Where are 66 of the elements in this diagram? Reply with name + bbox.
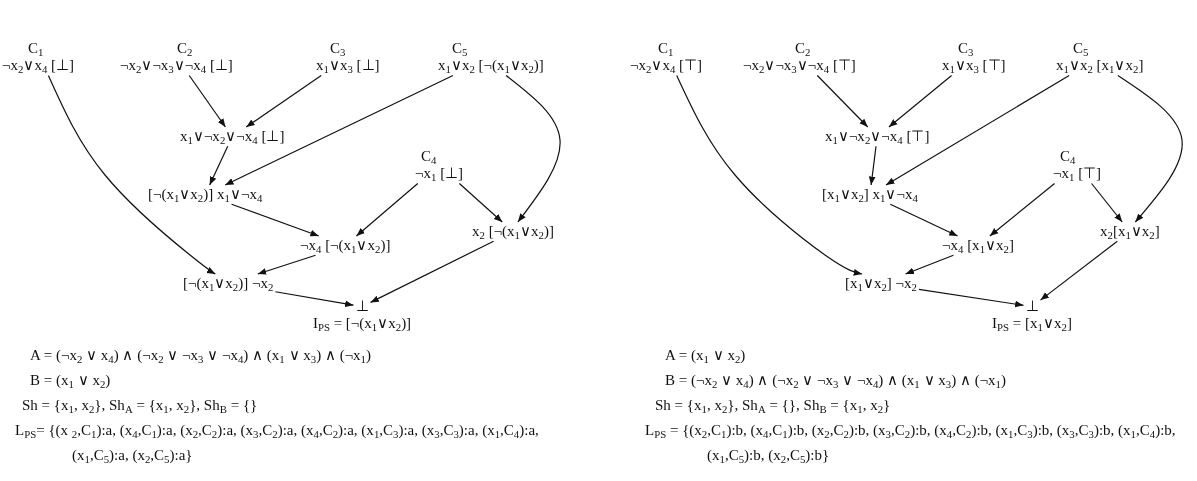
clause-name: C$_{5}$ — [452, 40, 468, 58]
clause-text: x$_{1}$∨¬x$_{2}$∨¬x$_{4}$ [⊤] — [825, 128, 930, 146]
arrow — [676, 74, 863, 276]
arrow — [209, 145, 229, 186]
formula-text: A = (¬x$_{2}$ ∨ x$_{4}$) ∧ (¬x$_{2}$ ∨ ¬x$_{3}$ ∨ ¬x$_{4}$) ∧ (x$_{1}$ ∨ x$_{3}$) ∧ (¬x$_{1}$) — [30, 346, 372, 368]
arrow — [458, 182, 503, 223]
arrow — [369, 240, 495, 303]
clause-name: C$_{3}$ — [330, 40, 346, 58]
formula-text: B = (x$_{1}$ ∨ x$_{2}$) — [30, 371, 112, 393]
clause-text: x$_{1}$∨¬x$_{2}$∨¬x$_{4}$ [⊥] — [180, 128, 285, 146]
clause-text: ¬x$_{2}$∨¬x$_{3}$∨¬x$_{4}$ [⊥] — [120, 57, 233, 75]
arrow — [274, 291, 355, 308]
arrow — [505, 74, 561, 223]
clause-name: C$_{2}$ — [795, 40, 811, 58]
clause-text: ¬x$_{4}$ [x$_{1}$∨x$_{2}$] — [942, 237, 1014, 255]
formula-text: L$_{PS}$= {(x $_{2}$,C$_{1}$):a, (x$_{4}$,C$_{1}$):a, (x$_{2}$,C$_{2}$):a, (x$_{3}$,C$_{2}$):a, (x$_{4}$,C$_{2}$):a, (x$_{1}$,C$_{3}$):a, (x$_{3}$,C$_{3}$):a, (x$_{1}$,C$_{4}$):a, (x$_{1}$,C$_{5}$):a, (x$_{2}$,C$_{5}$):a} — [15, 421, 540, 468]
clause-text: ¬x$_{1}$ [⊤] — [1053, 165, 1102, 183]
clause-text: [x$_{1}$∨x$_{2}$] ¬x$_{2}$ — [845, 275, 917, 293]
clause-text: ¬x$_{1}$ [⊥] — [415, 165, 464, 183]
clause-text: ¬x$_{2}$∨x$_{4}$ [⊤] — [630, 57, 703, 75]
clause-text: ¬x$_{2}$∨¬x$_{3}$∨¬x$_{4}$ [⊤] — [743, 57, 856, 75]
arrow — [1117, 74, 1183, 223]
clause-name: C$_{2}$ — [177, 40, 193, 58]
clause-name: C$_{3}$ — [958, 40, 974, 58]
arrow — [245, 74, 322, 128]
formula-text: B = (¬x$_{2}$ ∨ x$_{4}$) ∧ (¬x$_{2}$ ∨ ¬x$_{3}$ ∨ ¬x$_{4}$) ∧ (x$_{1}$ ∨ x$_{3}$) ∧ (¬x$_{1}$) — [665, 371, 1007, 393]
clause-text: x$_{2}$ [¬(x$_{1}$∨x$_{2}$)] — [472, 223, 554, 241]
clause-text: x$_{1}$∨x$_{3}$ [⊥] — [316, 57, 380, 75]
clause-text: x$_{1}$∨x$_{2}$ [¬(x$_{1}$∨x$_{2}$)] — [438, 57, 544, 75]
clause-text: ¬x$_{2}$∨x$_{4}$ [⊥] — [2, 57, 75, 75]
clause-name: C$_{1}$ — [658, 40, 674, 58]
clause-text: [x$_{1}$∨x$_{2}$] x$_{1}$∨¬x$_{4}$ — [822, 186, 918, 204]
arrow — [868, 145, 877, 186]
clause-name: C$_{1}$ — [28, 40, 44, 58]
clause-text: x$_{1}$∨x$_{2}$ [x$_{1}$∨x$_{2}$] — [1056, 57, 1144, 75]
clause-text: [¬(x$_{1}$∨x$_{2}$)] ¬x$_{2}$ — [183, 275, 274, 293]
clause-name: C$_{5}$ — [1073, 40, 1089, 58]
arrow — [904, 254, 954, 275]
arrow — [47, 74, 216, 275]
arrow — [355, 182, 419, 237]
arrow — [231, 203, 320, 237]
bottom-symbol: ⊥ — [1025, 298, 1039, 316]
bottom-symbol: ⊥ — [355, 298, 369, 316]
arrow — [1039, 240, 1118, 301]
interpolant-label: I$_{PS}$ = [¬(x$_{1}$∨x$_{2}$)] — [311, 315, 413, 333]
arrow — [224, 74, 454, 186]
arrow — [885, 74, 1070, 186]
arrow — [257, 254, 317, 275]
interpolant-label: I$_{PS}$ = [x$_{1}$∨x$_{2}$] — [991, 315, 1073, 333]
clause-text: x$_{1}$∨x$_{3}$ [⊤] — [942, 57, 1006, 75]
clause-text: ¬x$_{4}$ [¬(x$_{1}$∨x$_{2}$)] — [300, 237, 391, 255]
formula-text: Sh = {x$_{1}$, x$_{2}$}, Sh$_{A}$ = {}, Sh$_{B}$ = {x$_{1}$, x$_{2}$} — [655, 396, 892, 418]
arrow — [1091, 182, 1123, 223]
formula-text: Sh = {x$_{1}$, x$_{2}$}, Sh$_{A}$ = {x$_{1}$, x$_{2}$}, Sh$_{B}$ = {} — [22, 396, 259, 418]
formula-text: A = (x$_{1}$ ∨ x$_{2}$) — [665, 346, 747, 368]
clause-name: C$_{4}$ — [1060, 148, 1076, 166]
clause-text: [¬(x$_{1}$∨x$_{2}$)] x$_{1}$∨¬x$_{4}$ — [148, 186, 263, 204]
arrow — [816, 74, 869, 128]
arrow — [989, 182, 1056, 237]
formula-text: L$_{PS}$ = {(x$_{2}$,C$_{1}$):b, (x$_{4}$,C$_{1}$):b, (x$_{2}$,C$_{2}$):b, (x$_{3}$,C$_{2}$):b, (x$_{4}$,C$_{2}$):b, (x$_{1}$,C$_{3}$):b, (x$_{3}$,C$_{3}$):b, (x$_{1}$,C$_{4}$):b, (x$_{1}$,C$_{5}$):b, (x$_{2}$,C$_{5}$):b} — [645, 421, 1177, 468]
clause-text: x$_{2}$[x$_{1}$∨x$_{2}$] — [1100, 223, 1160, 241]
arrow — [188, 74, 227, 128]
arrow — [888, 74, 953, 128]
arrow — [889, 203, 959, 237]
clause-name: C$_{4}$ — [421, 148, 437, 166]
arrow — [918, 288, 1025, 308]
